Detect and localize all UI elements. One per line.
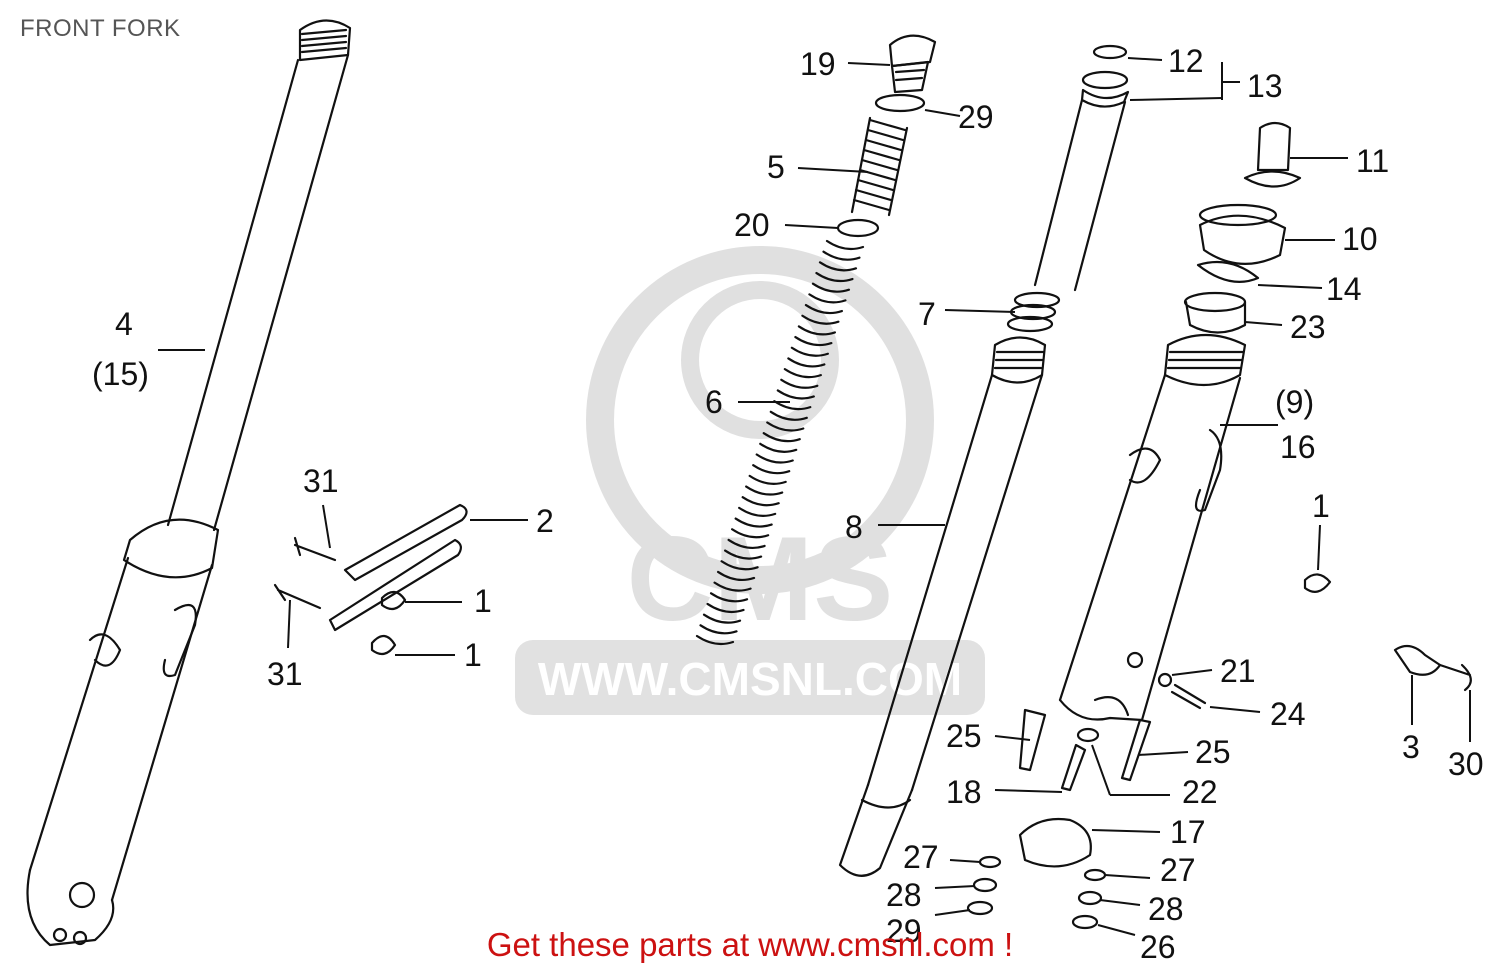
part-circlip [1196, 260, 1260, 283]
callout-9: (9) [1275, 384, 1314, 420]
callout-26: 26 [1140, 929, 1176, 965]
callout-27-right: 27 [1160, 852, 1196, 888]
callout-12: 12 [1168, 43, 1204, 79]
callout-labels: 4 (15) 31 31 2 1 1 19 29 5 20 6 7 8 12 1… [92, 43, 1484, 965]
part-cap-bolt [888, 34, 937, 94]
callout-28-right: 28 [1148, 891, 1184, 927]
part-socket-bolt [1060, 743, 1087, 792]
callout-8: 8 [845, 509, 863, 545]
callout-27-left: 27 [903, 839, 939, 875]
part-spring-seat [836, 218, 880, 238]
callout-29-top: 29 [958, 99, 994, 135]
callout-20: 20 [734, 207, 770, 243]
watermark: CMS WWW.CMSNL.COM [515, 246, 985, 715]
callout-1-lower: 1 [464, 637, 482, 673]
callout-23: 23 [1290, 309, 1326, 345]
callout-17: 17 [1170, 814, 1206, 850]
part-stud-right [1120, 718, 1152, 782]
callout-1-upper: 1 [474, 583, 492, 619]
callout-24: 24 [1270, 696, 1306, 732]
callout-3: 3 [1402, 729, 1420, 765]
callout-5: 5 [767, 149, 785, 185]
part-fork-spring [695, 239, 865, 646]
part-stud-left [1018, 708, 1047, 772]
callout-31-bottom: 31 [267, 656, 303, 692]
callout-21: 21 [1220, 653, 1256, 689]
callout-25-right: 25 [1195, 734, 1231, 770]
part-o-ring [874, 93, 926, 113]
part-axle-holder [1018, 817, 1092, 868]
callout-25-left: 25 [946, 718, 982, 754]
part-fork-pipe [838, 336, 1047, 877]
part-clamp [1393, 644, 1472, 692]
callout-18: 18 [946, 774, 982, 810]
part-piston-ring [1006, 291, 1061, 333]
callout-22: 22 [1182, 774, 1218, 810]
callout-14: 14 [1326, 271, 1362, 307]
callout-13: 13 [1247, 68, 1283, 104]
watermark-brand: CMS [627, 512, 894, 646]
callout-19: 19 [800, 46, 836, 82]
callout-31-top: 31 [303, 463, 339, 499]
callout-4: 4 [115, 306, 133, 342]
part-fork-cover [1198, 203, 1287, 265]
callout-2: 2 [536, 503, 554, 539]
part-fork-cover-upper [1243, 121, 1302, 188]
spring-coils [695, 239, 865, 646]
callout-28-left: 28 [886, 877, 922, 913]
callout-10: 10 [1342, 221, 1378, 257]
diagram-title: FRONT FORK [20, 15, 181, 42]
part-nut-right [1303, 573, 1332, 593]
callout-7: 7 [918, 296, 936, 332]
callout-29-bottom: 29 [886, 913, 922, 949]
watermark-url: WWW.CMSNL.COM [538, 653, 962, 705]
callout-15: (15) [92, 356, 149, 392]
part-washer [1076, 727, 1100, 743]
part-bracket-group [273, 503, 468, 656]
part-short-spring [850, 116, 909, 217]
part-drain-bolt [1157, 672, 1207, 710]
part-oil-seal [1183, 291, 1247, 334]
part-bottom-case [1058, 333, 1247, 722]
callout-6: 6 [705, 384, 723, 420]
callout-16: 16 [1280, 429, 1316, 465]
part-small-hardware [966, 855, 1107, 930]
part-fork-pipe-left [26, 19, 352, 947]
leader-lines [158, 57, 1471, 936]
callout-11: 11 [1356, 143, 1389, 179]
callout-30: 30 [1448, 746, 1484, 782]
part-fork-pipe-top [1033, 44, 1130, 292]
footer-link-text[interactable]: Get these parts at www.cmsnl.com ! [486, 926, 1014, 963]
callout-1-right: 1 [1312, 488, 1330, 524]
